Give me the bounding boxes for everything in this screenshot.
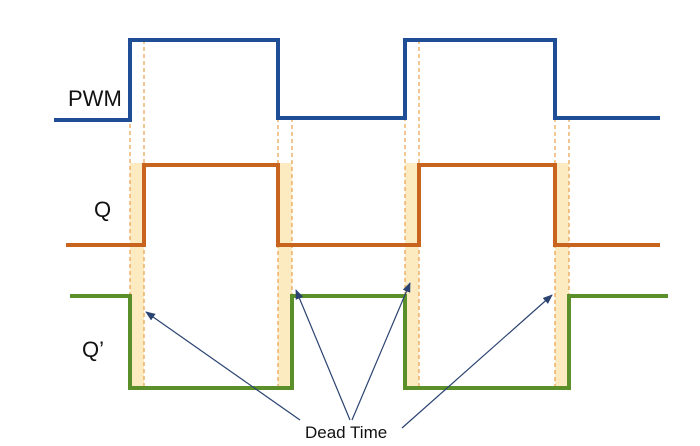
dead-time-band-4 — [555, 163, 569, 388]
dead-time-band-1 — [130, 163, 144, 388]
q-label: Q — [94, 197, 111, 222]
q-prime-waveform — [70, 294, 668, 390]
edge-guides — [129, 40, 570, 388]
dead-time-arrow-1 — [145, 311, 301, 421]
q-waveform — [66, 163, 660, 247]
dead-time-arrows — [145, 282, 553, 429]
q-prime-label: Q’ — [82, 337, 104, 362]
dead-time-bands — [130, 163, 569, 388]
pwm-waveform — [54, 38, 660, 122]
dead-time-arrow-4 — [401, 294, 553, 429]
dead-time-band-3 — [405, 163, 419, 388]
dead-time-arrow-2 — [295, 289, 351, 421]
dead-time-band-2 — [278, 163, 292, 388]
dead-time-label: Dead Time — [305, 423, 387, 442]
dead-time-arrow-3 — [351, 282, 411, 421]
pwm-label: PWM — [68, 86, 122, 111]
